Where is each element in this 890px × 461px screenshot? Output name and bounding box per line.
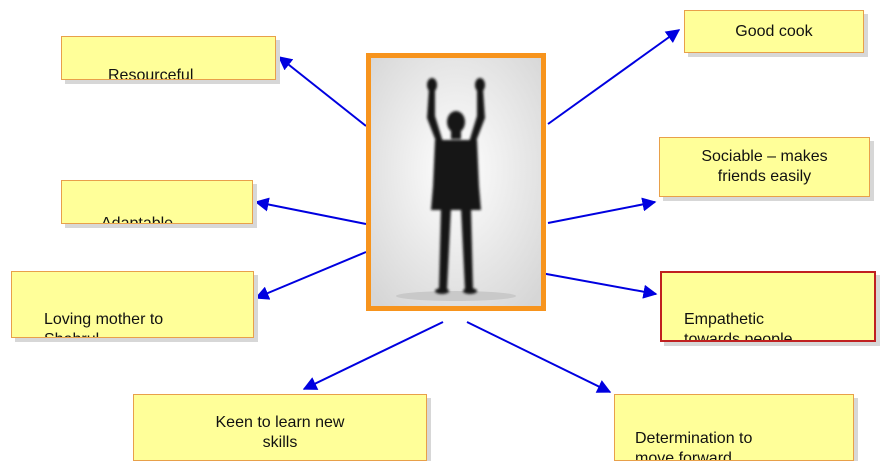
trait-box-adaptable: Adaptable — [61, 180, 253, 224]
arrow-to-sociable — [547, 197, 657, 224]
arrow-to-resourceful — [277, 56, 367, 127]
arrow-to-loving-mother — [254, 251, 367, 300]
center-photo — [366, 53, 546, 311]
trait-box-loving-mother: Loving mother to Shahrul. — [11, 271, 254, 338]
arrow-to-determination — [466, 321, 612, 393]
arrow-to-good-cook — [547, 29, 681, 125]
trait-label: Keen to learn new skills — [215, 413, 345, 451]
trait-box-good-cook: Good cook — [684, 10, 864, 53]
arrow-to-empathetic — [540, 272, 658, 299]
trait-label: Good cook — [735, 22, 813, 40]
arrow-to-adaptable — [254, 197, 367, 225]
arrow-to-keen-to-learn — [302, 321, 444, 390]
trait-box-resourceful: Resourceful — [61, 36, 276, 80]
trait-label: Resourceful — [108, 67, 194, 80]
trait-box-sociable: Sociable – makes friends easily — [659, 137, 870, 197]
trait-label: Determination to move forward — [635, 430, 753, 461]
trait-box-keen-to-learn: Keen to learn new skills — [133, 394, 427, 461]
trait-label: Adaptable — [101, 215, 174, 224]
trait-box-empathetic: Empathetic towards people — [660, 271, 876, 342]
trait-label: Sociable – makes friends easily — [701, 148, 828, 185]
trait-box-determination: Determination to move forward — [614, 394, 854, 461]
trait-label: Loving mother to Shahrul. — [44, 311, 164, 337]
silhouette-figure-icon — [371, 58, 541, 306]
trait-label: Empathetic towards people — [684, 311, 793, 342]
